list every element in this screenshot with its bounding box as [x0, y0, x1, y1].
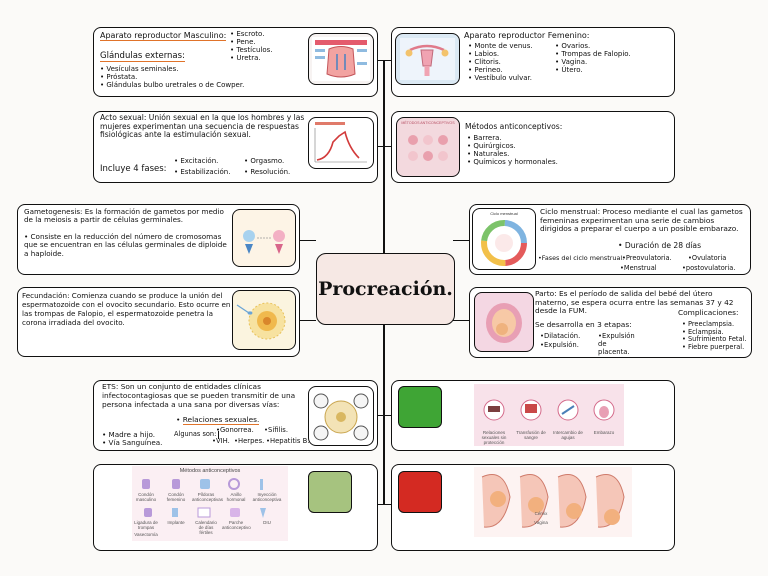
cycle-phase-2: •Ovulatoria	[688, 254, 727, 262]
sexual-response-chart-image	[308, 117, 374, 169]
std-image	[308, 386, 374, 446]
connector-right-2	[453, 320, 469, 322]
method-10: DIU	[263, 520, 271, 525]
menstrual-cycle-image: Ciclo menstrual	[472, 208, 536, 270]
std-item-5: •Hepatitis B.	[266, 437, 310, 445]
caption-3: Intercambio de agujas	[553, 430, 583, 440]
birth-stages-illustration: Cérvix Vagina	[474, 467, 632, 537]
fertilization-definition: Fecundación: Comienza cuando se produce …	[22, 291, 231, 327]
cycle-phases-label: •Fases del ciclo menstrual:	[538, 254, 625, 262]
male-anatomy-image	[308, 33, 374, 85]
connector-top	[374, 60, 392, 62]
cycle-image-title: Ciclo menstrual	[490, 211, 518, 216]
male-organ-list: Escroto.Pene.Testículos.Uretra.	[230, 30, 272, 62]
std-item-1: •Gonorrea.	[216, 426, 254, 434]
method-8: Calendario de días fértiles	[195, 520, 217, 535]
method-9: Parche anticonceptivo	[222, 520, 251, 530]
birth-stages-label: Se desarrolla en 3 etapas:	[535, 320, 632, 329]
glands-list: Vesículas seminales.Próstata.Glándulas b…	[100, 65, 244, 89]
cycle-phase-3: •Menstrual	[620, 264, 657, 272]
std-item-2: •Sífilis.	[264, 426, 288, 434]
female-heading: Aparato reproductor Femenino:	[464, 31, 590, 40]
connector-left-1	[300, 240, 316, 242]
female-external-list: Monte de venus.Labios.Clitoris.Perineo.V…	[468, 42, 532, 82]
gametogenesis-detail: • Consiste en la reducción del número de…	[24, 232, 227, 258]
birth-definition: Parto: Es el período de salida del bebé …	[535, 289, 734, 316]
birth-image	[474, 292, 534, 352]
fertilization-image	[232, 290, 296, 350]
gametogenesis-image	[232, 209, 296, 267]
connector-low-2	[374, 504, 392, 506]
male-heading: Aparato reproductor Masculino:	[100, 31, 227, 41]
connector-left-2	[300, 320, 316, 322]
method-1: Condón masculino	[135, 492, 157, 502]
method-11: Vasectomía	[134, 532, 158, 537]
connector-right-1	[453, 240, 469, 242]
caption-4: Embarazo	[593, 430, 615, 435]
glands-heading: Glándulas externas:	[100, 51, 185, 62]
central-title: Procreación.	[318, 278, 453, 300]
caption-2: Transfusión de sangre	[516, 430, 546, 440]
gametogenesis-definition: Gametogenesis: Es la formación de gameto…	[24, 207, 224, 225]
cycle-phase-1: •Preovulatoria.	[622, 254, 672, 262]
methods-illustration: Métodos anticonceptivos Condón masculino…	[132, 466, 288, 541]
contraceptive-infographic-image: MÉTODOS ANTICONCEPTIVOS	[396, 117, 460, 177]
central-topic: Procreación.	[316, 253, 455, 325]
transmission-illustration: Relaciones sexuales sin protección Trans…	[474, 384, 624, 446]
female-anatomy-image	[395, 33, 460, 85]
complications-list: Preeclampsia.Eclampsia.Sufrimiento Fetal…	[682, 320, 746, 351]
std-item-3: •VIH.	[212, 437, 230, 445]
std-item-4: •Herpes.	[234, 437, 265, 445]
phases-list-a: Excitación.Estabilización.	[174, 156, 230, 178]
birth-label-cervix: Cérvix	[534, 511, 548, 516]
birth-stage-1: •Dilatación.	[540, 332, 581, 340]
connector-mid	[374, 146, 392, 148]
complications-label: Complicaciones:	[678, 308, 739, 317]
sexual-act-definition: Acto sexual: Unión sexual en la que los …	[100, 113, 305, 140]
red-swatch	[398, 471, 442, 513]
green-swatch	[398, 386, 442, 428]
connector-low-1	[374, 415, 392, 417]
birth-label-vagina: Vagina	[534, 520, 548, 525]
method-7: Implante	[167, 520, 185, 525]
method-6: Ligadura de trompas	[134, 520, 158, 530]
birth-stage-3: •Expulsión de placenta.	[598, 332, 635, 356]
cycle-phase-4: •postovulatoria.	[682, 264, 736, 272]
contraceptive-list: Barrera.Quirúrgicos.Naturales.Químicos y…	[467, 134, 557, 166]
methods-panel-title: Métodos anticonceptivos	[179, 468, 241, 474]
birth-stage-2: •Expulsión.	[540, 341, 579, 349]
method-2: Condón femenino	[166, 492, 186, 502]
contraceptive-heading: Métodos anticonceptivos:	[465, 122, 563, 131]
female-internal-list: Ovarios.Trompas de Falopio.Vagina.Útero.	[555, 42, 630, 74]
std-route-1: • Relaciones sexuales.	[176, 415, 260, 425]
method-3: Píldoras anticonceptivas	[192, 492, 224, 502]
sage-swatch	[308, 471, 352, 513]
cycle-definition: Ciclo menstrual: Proceso mediante el cua…	[540, 207, 743, 234]
contraceptive-image-title: MÉTODOS ANTICONCEPTIVOS	[401, 121, 455, 125]
method-4: Anillo hormonal	[226, 492, 246, 502]
std-routes-list: Madre a hijo.Vía Sanguínea.	[102, 430, 163, 448]
std-some-label: Algunas son:	[174, 430, 220, 439]
std-definition: ETS: Son un conjunto de entidades clínic…	[102, 382, 296, 409]
caption-1: Relaciones sexuales sin protección	[481, 430, 507, 445]
cycle-duration: • Duración de 28 días	[618, 241, 702, 250]
method-5: Inyección anticonceptiva	[252, 492, 282, 502]
phases-list-b: Orgasmo.Resolución.	[244, 156, 290, 178]
phases-intro: Incluye 4 fases:	[100, 164, 167, 174]
